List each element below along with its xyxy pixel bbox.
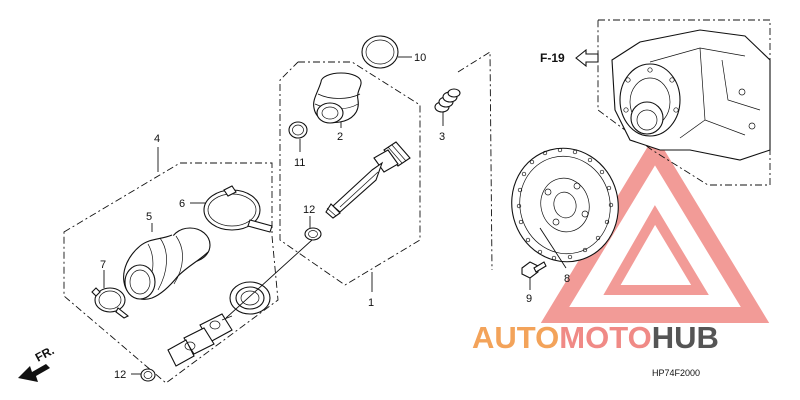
boot-band-part-7 <box>91 287 130 319</box>
o-ring-part-10 <box>361 35 399 69</box>
callout-12-lower: 12 <box>114 369 126 381</box>
callout-10: 10 <box>414 52 426 64</box>
watermark-text: AUTOMOTOHUB <box>472 320 719 355</box>
callout-12-upper: 12 <box>303 204 315 216</box>
bolt-part-9 <box>521 261 547 279</box>
watermark-part-auto: AUTO <box>472 320 559 355</box>
callout-9: 9 <box>526 293 532 305</box>
ring-part-12-lower <box>140 368 156 382</box>
callout-8: 8 <box>564 273 570 285</box>
group-outline-4 <box>63 162 279 384</box>
final-drive-housing <box>611 29 771 161</box>
oil-seal <box>229 281 271 315</box>
callout-1: 1 <box>368 297 374 309</box>
spring-part-3 <box>434 88 461 113</box>
brake-disc-part-8 <box>511 147 619 263</box>
ring-part-11 <box>288 121 308 139</box>
callout-4: 4 <box>154 133 160 145</box>
watermark-part-hub: HUB <box>652 320 719 355</box>
callout-6: 6 <box>179 198 185 210</box>
watermark-part-moto: MOTO <box>559 320 651 355</box>
front-direction-marker <box>18 364 50 382</box>
drive-shaft-part-1 <box>325 141 411 219</box>
group-outline-3 <box>457 51 493 271</box>
leader-lines <box>103 56 567 375</box>
callout-3: 3 <box>439 131 445 143</box>
callout-11: 11 <box>294 157 305 169</box>
callout-7: 7 <box>100 259 106 271</box>
diagram-code: HP74F2000 <box>652 368 700 378</box>
boot-part-2 <box>313 72 362 124</box>
boot-band-part-6 <box>203 185 273 233</box>
reference-arrow <box>575 48 599 68</box>
ring-part-12-upper <box>304 227 322 241</box>
universal-joint <box>167 313 233 367</box>
callout-5: 5 <box>146 211 152 223</box>
callout-2: 2 <box>337 131 343 143</box>
reference-label: F-19 <box>540 51 565 65</box>
front-label: FR. <box>33 343 57 364</box>
group-outline-housing <box>597 19 771 186</box>
boot-part-5 <box>123 227 211 300</box>
